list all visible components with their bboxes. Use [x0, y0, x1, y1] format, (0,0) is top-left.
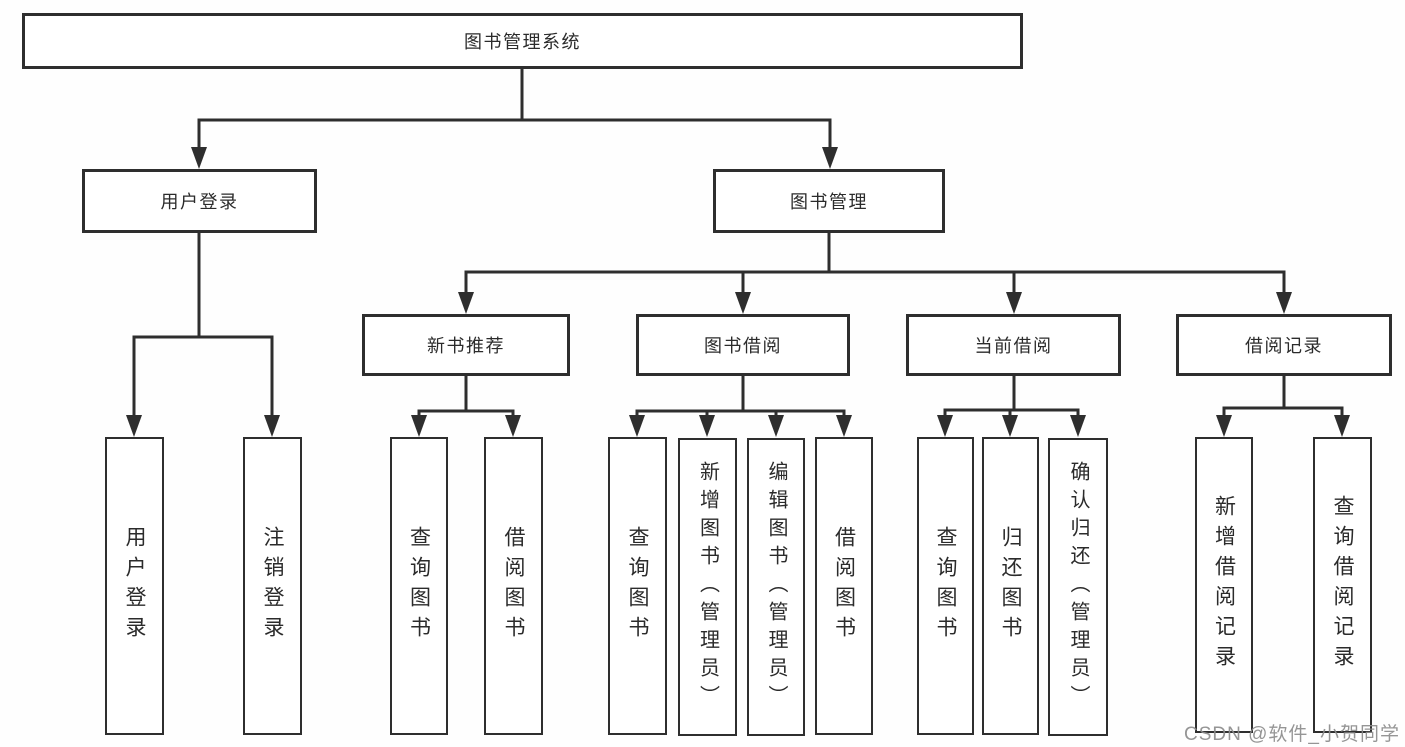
connector-book-borrow-split	[635, 376, 846, 418]
node-new-book-rec: 新书推荐	[362, 314, 570, 376]
node-leaf-user-login-label: 用户登录	[123, 526, 146, 646]
node-book-mgmt-label: 图书管理	[790, 192, 868, 212]
node-borrow-records-label: 借阅记录	[1245, 336, 1323, 356]
node-leaf-add-book-admin-label: 新增图书（管理员）	[696, 461, 719, 713]
node-current-borrow-label: 当前借阅	[974, 336, 1053, 356]
node-leaf-edit-book-admin: 编辑图书（管理员）	[747, 438, 805, 736]
connector-arrowheads	[126, 147, 1350, 437]
node-leaf-add-book-admin: 新增图书（管理员）	[678, 438, 737, 736]
watermark: CSDN @软件_小贺同学	[1184, 724, 1400, 745]
node-leaf-query-book-newrec: 查询图书	[390, 437, 448, 735]
node-leaf-borrow-book-newrec-label: 借阅图书	[502, 526, 525, 646]
node-book-borrow: 图书借阅	[636, 314, 850, 376]
node-leaf-add-borrow-record: 新增借阅记录	[1195, 437, 1253, 733]
node-leaf-query-book-current: 查询图书	[917, 437, 974, 735]
node-user-login: 用户登录	[82, 169, 317, 233]
connector-root-split	[197, 69, 832, 150]
node-borrow-records: 借阅记录	[1176, 314, 1392, 376]
node-leaf-return-book-label: 归还图书	[999, 526, 1022, 646]
node-leaf-query-borrow-record: 查询借阅记录	[1313, 437, 1372, 733]
node-leaf-query-book-borrow: 查询图书	[608, 437, 667, 735]
node-leaf-confirm-return-admin: 确认归还（管理员）	[1048, 438, 1108, 736]
node-leaf-query-book-borrow-label: 查询图书	[626, 526, 649, 646]
node-leaf-logout: 注销登录	[243, 437, 302, 735]
node-leaf-borrow-book-borrow: 借阅图书	[815, 437, 873, 735]
node-leaf-query-borrow-record-label: 查询借阅记录	[1331, 495, 1354, 675]
connector-user-login-split	[132, 232, 274, 418]
node-user-login-label: 用户登录	[160, 192, 239, 212]
connector-paths	[132, 69, 1344, 418]
node-leaf-edit-book-admin-label: 编辑图书（管理员）	[765, 461, 787, 713]
node-leaf-borrow-book-newrec: 借阅图书	[484, 437, 543, 735]
connector-current-borrow-split	[943, 376, 1080, 418]
node-current-borrow: 当前借阅	[906, 314, 1121, 376]
node-leaf-query-book-newrec-label: 查询图书	[407, 526, 431, 646]
node-leaf-query-book-current-label: 查询图书	[934, 526, 957, 646]
node-leaf-borrow-book-borrow-label: 借阅图书	[832, 526, 856, 646]
node-leaf-logout-label: 注销登录	[261, 526, 284, 646]
connector-new-book-rec-split	[417, 376, 515, 418]
node-leaf-user-login: 用户登录	[105, 437, 164, 735]
node-leaf-return-book: 归还图书	[982, 437, 1039, 735]
node-book-mgmt: 图书管理	[713, 169, 945, 233]
node-leaf-add-borrow-record-label: 新增借阅记录	[1212, 495, 1236, 675]
node-new-book-rec-label: 新书推荐	[427, 336, 505, 356]
connector-book-mgmt-split	[464, 233, 1286, 295]
node-root-label: 图书管理系统	[464, 32, 581, 52]
connector-borrow-records-split	[1222, 376, 1344, 418]
node-root: 图书管理系统	[22, 13, 1023, 69]
node-leaf-confirm-return-admin-label: 确认归还（管理员）	[1067, 461, 1089, 713]
node-book-borrow-label: 图书借阅	[704, 336, 782, 356]
